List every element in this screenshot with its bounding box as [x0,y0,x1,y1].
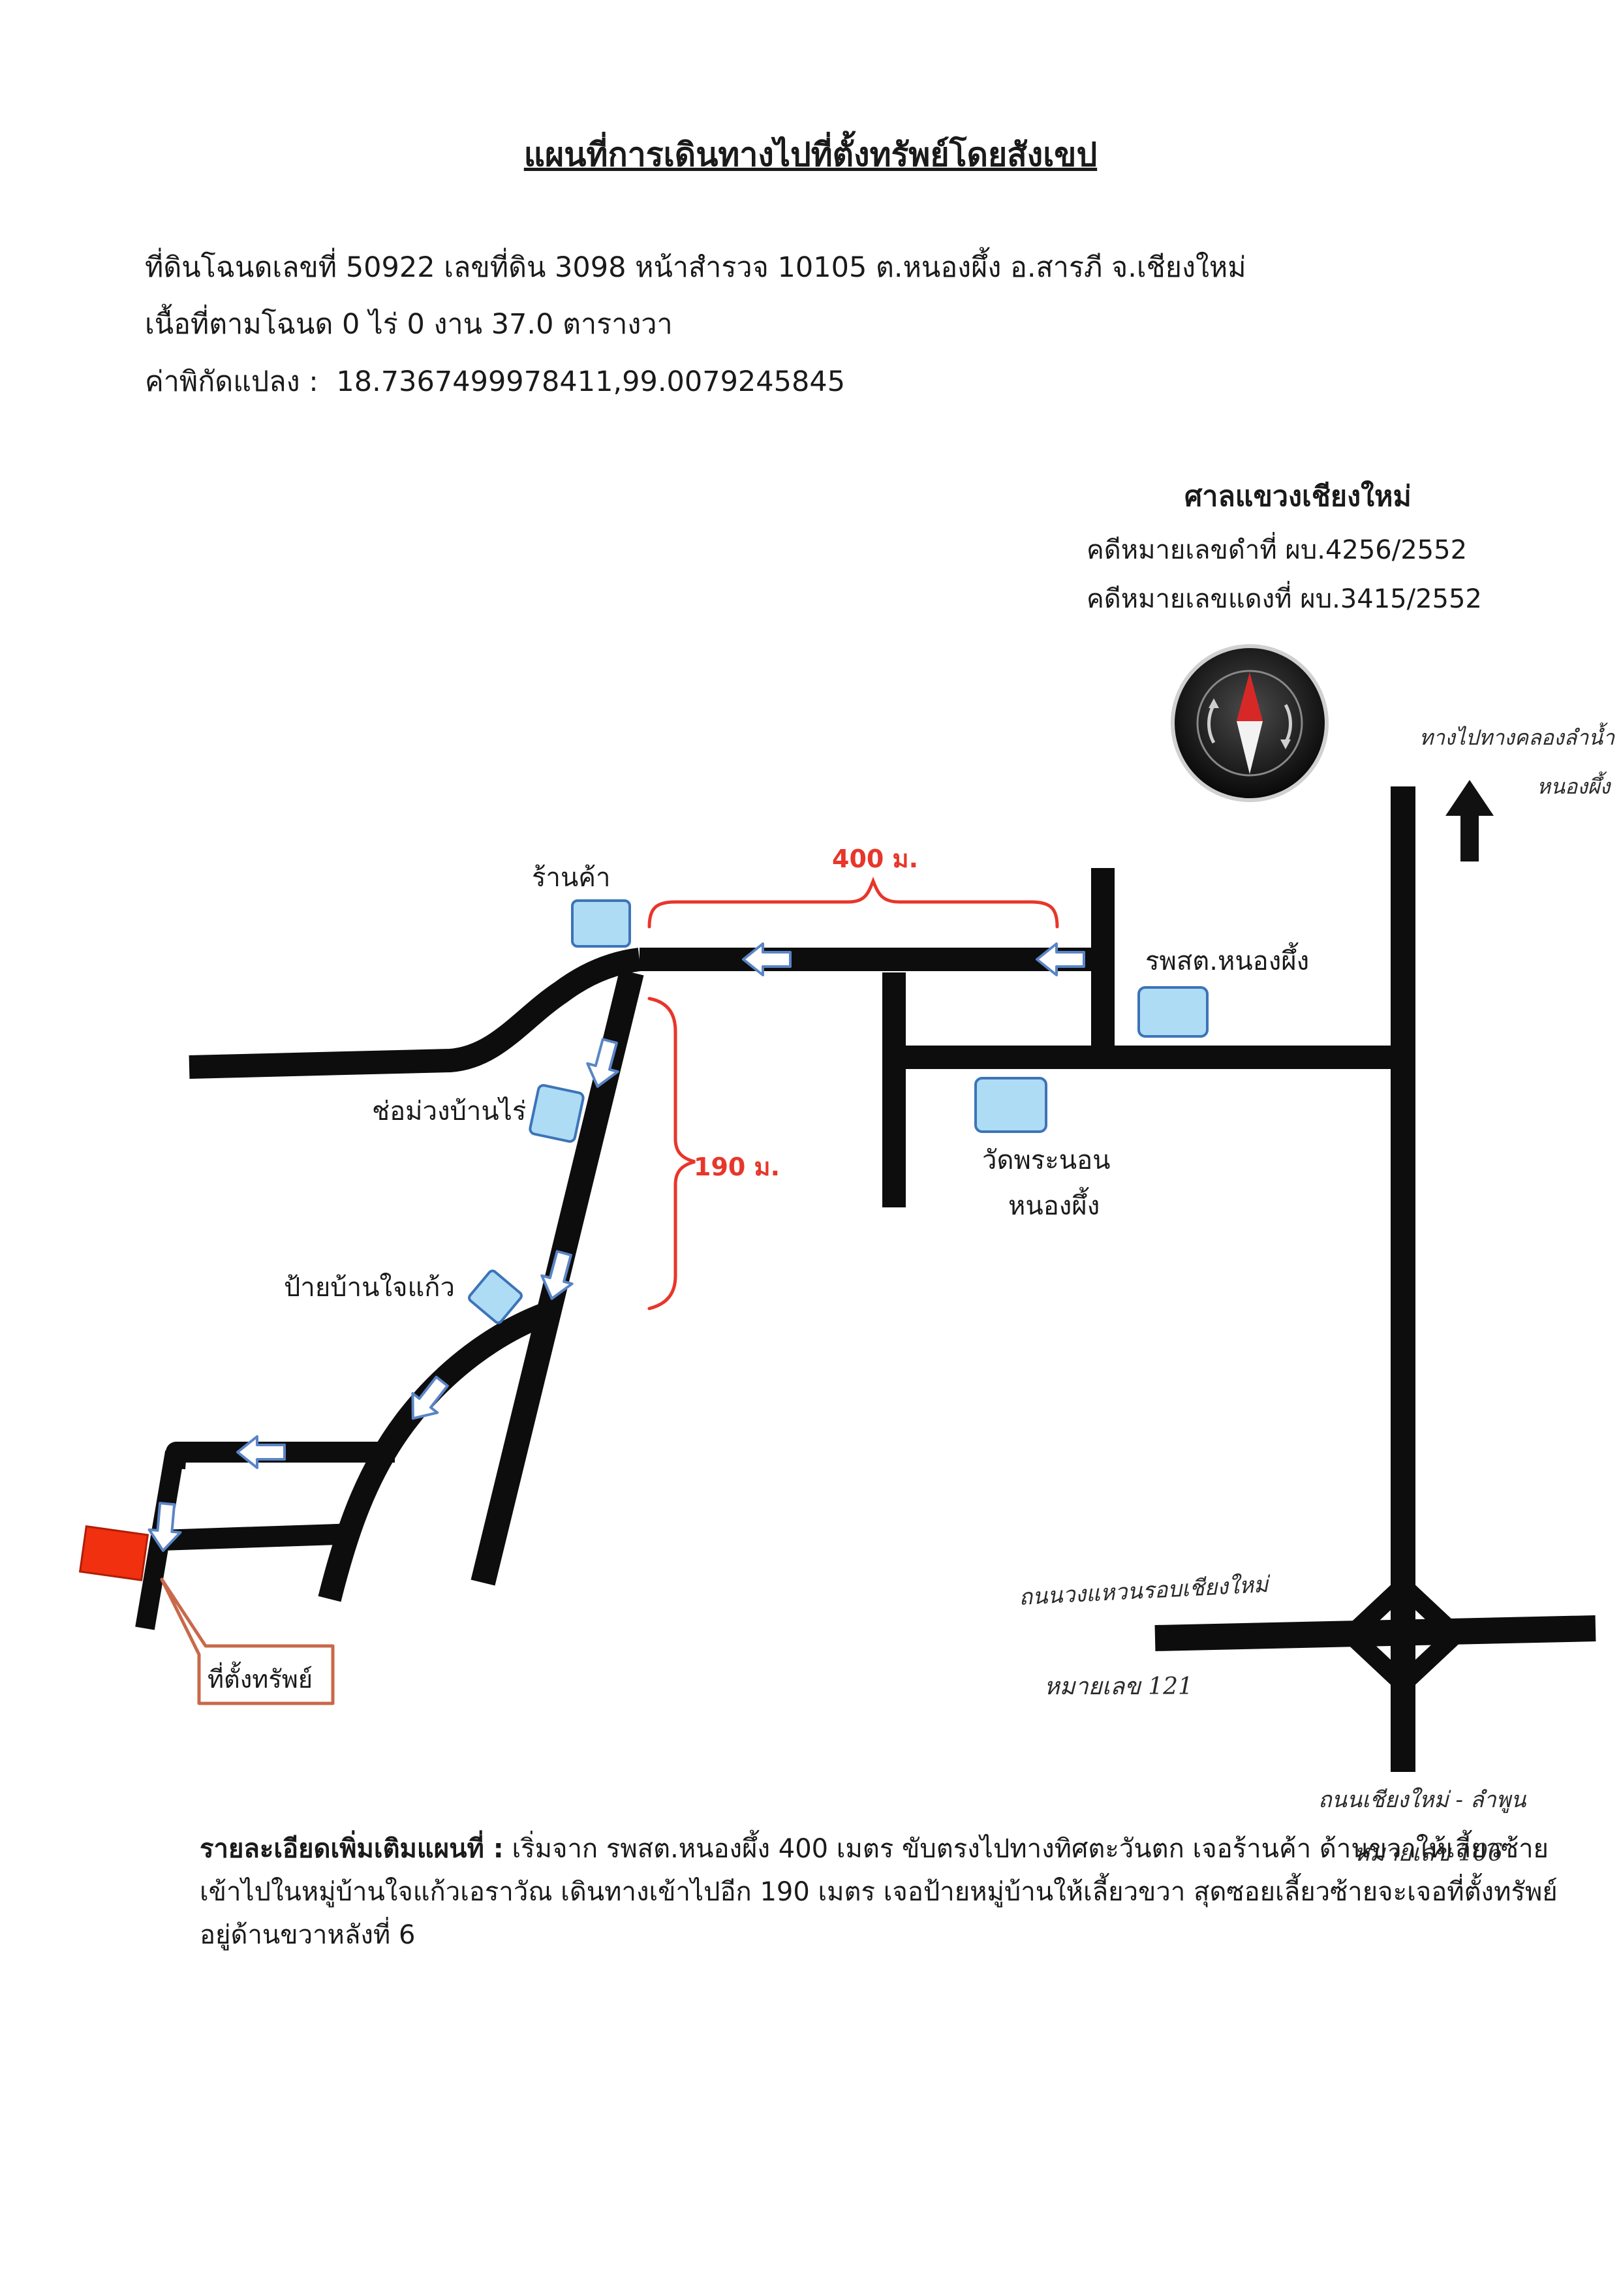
road-west-link [189,948,641,1079]
parcel-line-1: ที่ดินโฉนดเลขที่ 50922 เลขที่ดิน 3098 หน… [145,251,1246,284]
property-marker [78,1525,149,1581]
compass-icon [1171,644,1329,802]
coord-value: 18.7367499978411,99.0079245845 [336,365,846,398]
handwritten-ring-road-number: หมายเลข 121 [1044,1673,1193,1700]
handwritten-north-road-2: หนองผึ้ง [1537,774,1611,799]
distance-top: 400 ม. [832,845,919,873]
north-arrow-icon [1445,780,1494,861]
red-case-number: คดีหมายเลขแดงที่ ผบ.3415/2552 [1087,584,1482,614]
parcel-line-2: เนื้อที่ตามโฉนด 0 ไร่ 0 งาน 37.0 ตารางวา [145,308,673,341]
direction-arrow-down-3 [147,1502,182,1552]
property-callout [160,1577,335,1705]
label-health-center: รพสต.หนองผึ้ง [1145,946,1310,976]
label-shop: ร้านค้า [532,863,611,893]
direction-arrow-west-2 [742,942,792,976]
distance-side: 190 ม. [694,1153,780,1181]
label-village-sign: ป้ายบ้านใจแก้ว [284,1273,455,1303]
direction-arrow-west-1 [1036,942,1085,976]
handwritten-north-road-1: ทางไปทางคลองลำน้ำ [1419,725,1615,750]
label-temple-line-1: วัดพระนอน [982,1145,1111,1175]
black-case-number: คดีหมายเลขดำที่ ผบ.4256/2552 [1087,535,1468,565]
handwritten-south-road: ถนนเชียงใหม่ - ลำพูน [1318,1787,1526,1813]
label-property: ที่ตั้งทรัพย์ [208,1665,313,1694]
page-title: แผนที่การเดินทางไปที่ตั้งทรัพย์โดยสังเขป [523,136,1098,174]
landmark-cheering-point [529,1084,585,1143]
distance-brace-side [647,997,696,1311]
distance-brace-top [647,877,1059,929]
map-details: รายละเอียดเพิ่มเติมแผนที่ : เริ่มจาก รพส… [200,1827,1570,1957]
interchange-icon [1337,1573,1469,1697]
direction-arrow-west-3 [236,1435,286,1469]
road-lane-lower [159,1523,356,1551]
coord-label: ค่าพิกัดแปลง : [145,365,318,398]
details-text: เริ่มจาก รพสต.หนองผึ้ง 400 เมตร ขับตรงไป… [200,1834,1558,1950]
landmark-shop [571,899,631,948]
road-ring-handdrawn [1154,1615,1596,1651]
landmark-village-sign [468,1269,523,1324]
landmark-health-center [1137,986,1209,1038]
direction-arrow-curve [411,1375,449,1420]
label-temple-line-2: หนองผึ้ง [1008,1191,1100,1221]
parcel-coordinates: ค่าพิกัดแปลง : 18.7367499978411,99.00792… [145,359,845,403]
label-cheering-point: ช่อม่วงบ้านไร่ [372,1096,527,1126]
court-name: ศาลแขวงเชียงใหม่ [1184,480,1412,513]
details-label: รายละเอียดเพิ่มเติมแผนที่ : [200,1834,504,1864]
direction-arrow-down-1 [586,1038,619,1088]
landmark-temple [974,1077,1047,1133]
direction-arrow-down-2 [540,1250,574,1300]
handwritten-south-road-number: หมายเลข 106 [1354,1840,1503,1867]
